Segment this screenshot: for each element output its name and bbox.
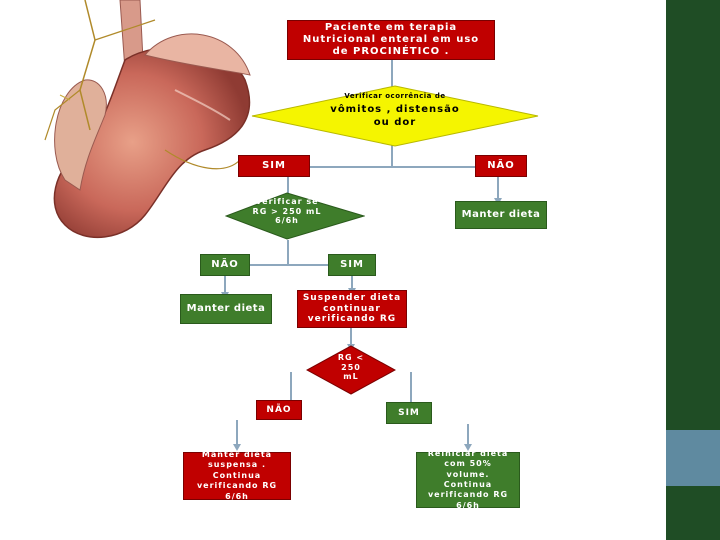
nao3-label: NÃO — [266, 404, 292, 415]
connector-rgless-right — [410, 372, 412, 402]
start-label: Paciente em terapia Nutricional enteral … — [302, 22, 480, 57]
decision-rg-less: RG < 250 mL — [306, 345, 396, 395]
decision-rg-less-label: RG < 250 mL — [337, 353, 365, 382]
reiniciar-dieta-label: Reiniciar dieta com 50% volume. Continua… — [427, 448, 509, 510]
stomach-illustration — [25, 0, 260, 245]
reiniciar-dieta-box: Reiniciar dieta com 50% volume. Continua… — [416, 448, 520, 510]
arrow-sim3-down — [464, 444, 472, 451]
connector-nao2-down — [224, 276, 226, 294]
decision-symptoms: Verificar ocorrência de vômitos , disten… — [250, 84, 540, 148]
connector-sim1-down — [287, 177, 289, 194]
connector-sim3-down — [467, 424, 469, 446]
connector-nao1-down — [497, 177, 499, 201]
manter-dieta-right-box: Manter dieta — [455, 201, 547, 229]
decision-rg-label: Verificar se RG > 250 mL 6/6h — [252, 197, 322, 226]
nao1-label: NÃO — [487, 160, 515, 171]
connector-nao3-down — [236, 420, 238, 446]
sim3-label: SIM — [398, 407, 420, 418]
sim2-label: SIM — [340, 259, 364, 270]
connector-sim1-nao1 — [310, 166, 475, 168]
suspender-dieta-label: Suspender dieta continuar verificando RG — [302, 292, 402, 325]
decision-symptoms-label: vômitos , distensão ou dor — [330, 104, 460, 128]
connector-check1-down — [391, 145, 393, 167]
connector-nao2-sim2 — [250, 264, 328, 266]
manter-suspensa-box: Manter dieta suspensa . Continua verific… — [183, 450, 291, 501]
connector-start-down — [391, 60, 393, 90]
arrow-nao3-down — [233, 444, 241, 451]
sidebar-accent-strip — [666, 430, 720, 486]
manter-dieta-left-box: Manter dieta — [180, 294, 272, 324]
manter-dieta-right-label: Manter dieta — [461, 209, 541, 220]
manter-suspensa-label: Manter dieta suspensa . Continua verific… — [196, 450, 278, 501]
connector-rgless-left — [290, 372, 292, 404]
connector-sim2-down — [351, 276, 353, 290]
nao3-box: NÃO — [256, 400, 302, 420]
connector-rg-down — [287, 240, 289, 264]
nao1-box: NÃO — [475, 155, 527, 177]
connector-suspender-down — [350, 328, 352, 346]
sim1-box: SIM — [238, 155, 310, 177]
manter-dieta-left-label: Manter dieta — [186, 303, 266, 314]
sim1-label: SIM — [262, 160, 286, 171]
decision-rg: Verificar se RG > 250 mL 6/6h — [225, 192, 365, 240]
decision-symptoms-small-label: Verificar ocorrência de — [344, 92, 446, 100]
suspender-dieta-box: Suspender dieta continuar verificando RG — [297, 290, 407, 328]
nao2-box: NÃO — [200, 254, 250, 276]
sim2-box: SIM — [328, 254, 376, 276]
start-box: Paciente em terapia Nutricional enteral … — [287, 20, 495, 60]
nao2-label: NÃO — [211, 259, 239, 270]
sim3-box: SIM — [386, 402, 432, 424]
sidebar-edge — [664, 0, 666, 540]
